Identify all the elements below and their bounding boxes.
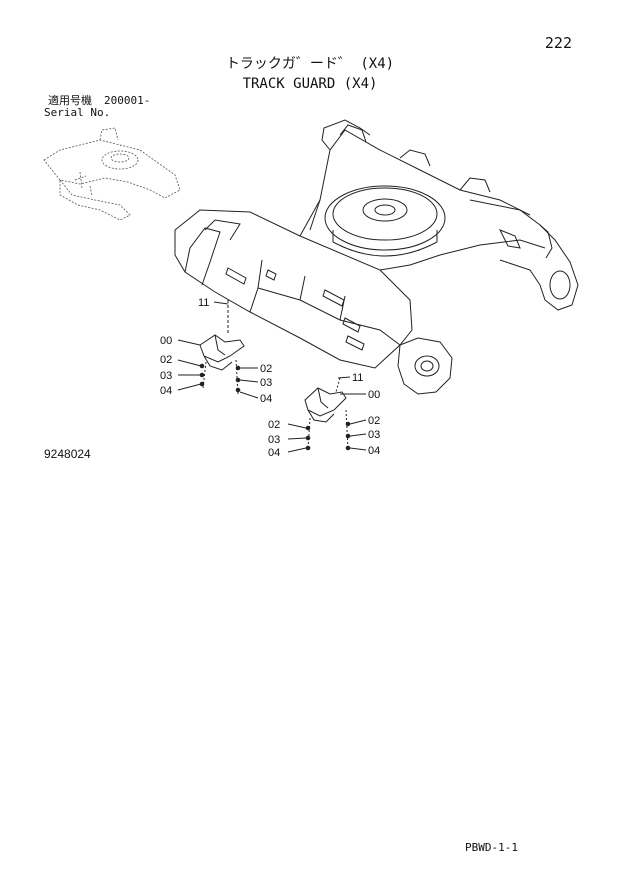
callout-right-04: 04	[368, 445, 380, 457]
callout-left-02: 02	[160, 354, 172, 366]
title-japanese: トラックガ゛ード゛ (X4)	[225, 56, 395, 72]
callout-right-04b: 04	[268, 447, 280, 459]
location-thumbnail	[43, 127, 181, 221]
callout-left-00: 00	[160, 335, 172, 347]
footer-code: PBWD-1-1	[465, 841, 518, 854]
callout-left-04b: 04	[260, 393, 272, 405]
track-guard-left	[177, 300, 259, 399]
callout-left-03b: 03	[260, 377, 272, 389]
callout-right-11: 11	[352, 372, 363, 384]
callout-left-04: 04	[160, 385, 172, 397]
callout-right-02: 02	[368, 415, 380, 427]
callout-right-03: 03	[368, 429, 380, 441]
callout-left-03: 03	[160, 370, 172, 382]
callout-left-11: 11	[198, 297, 209, 309]
callout-right-03b: 03	[268, 434, 280, 446]
serial-label-japanese: 適用号機	[48, 94, 92, 107]
title-english: TRACK GUARD (X4)	[242, 76, 378, 92]
figure-number: 9248024	[44, 447, 91, 461]
track-guard-right	[287, 376, 367, 453]
callout-left-02b: 02	[260, 363, 272, 375]
page-number: 222	[544, 34, 572, 52]
track-frame	[174, 119, 579, 395]
serial-number-value: 200001-	[104, 94, 151, 107]
callout-right-02b: 02	[268, 419, 280, 431]
serial-label-english: Serial No.	[44, 106, 111, 119]
callout-right-00: 00	[368, 389, 380, 401]
